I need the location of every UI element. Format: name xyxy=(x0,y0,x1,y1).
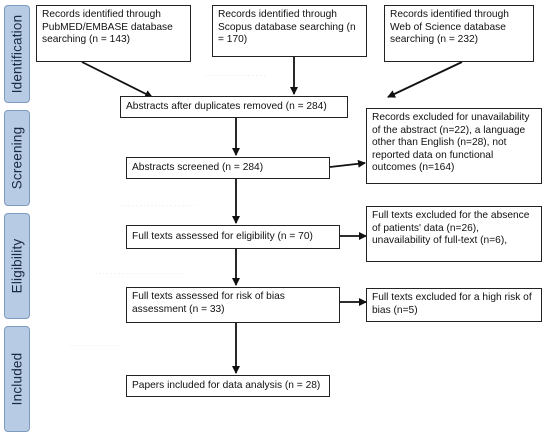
box-wos-records: Records identified through Web of Scienc… xyxy=(384,5,534,62)
background-artifact: . . . . . . . . . . . . . xyxy=(70,341,119,348)
box-fulltexts-bias: Full texts assessed for risk of bias ass… xyxy=(126,287,340,323)
phase-included: Included xyxy=(4,326,30,432)
box-excluded-fulltexts: Full texts excluded for the absence of p… xyxy=(366,206,542,262)
box-pubmed-records: Records identified through PubMED/EMBASE… xyxy=(36,5,191,62)
box-excluded-abstracts: Records excluded for unavailability of t… xyxy=(366,108,542,184)
phase-screening: Screening xyxy=(4,110,30,206)
background-artifact: . . . . . . . . . . . . . . . . . . . . … xyxy=(95,269,183,276)
arrow-wos-to-duplicates xyxy=(387,61,463,98)
arrow-pubmed-to-duplicates xyxy=(81,61,153,98)
box-included-papers: Papers included for data analysis (n = 2… xyxy=(126,375,330,397)
background-artifact: . . . . . . . . . . . . . . . . . . . . xyxy=(120,201,196,208)
phase-identification: Identification xyxy=(4,5,30,103)
box-scopus-records: Records identified through Scopus databa… xyxy=(212,5,367,57)
arrow-screened-to-excluded xyxy=(329,159,366,168)
box-duplicates-removed: Abstracts after duplicates removed (n = … xyxy=(120,96,348,118)
box-excluded-bias: Full texts excluded for a high risk of b… xyxy=(366,288,542,322)
phase-eligibility: Eligibility xyxy=(4,213,30,319)
box-abstracts-screened: Abstracts screened (n = 284) xyxy=(126,157,330,179)
box-fulltexts-eligibility: Full texts assessed for eligibility (n =… xyxy=(126,225,340,249)
background-artifact: . . . . . . . . . . . . . . . . xyxy=(205,71,266,78)
